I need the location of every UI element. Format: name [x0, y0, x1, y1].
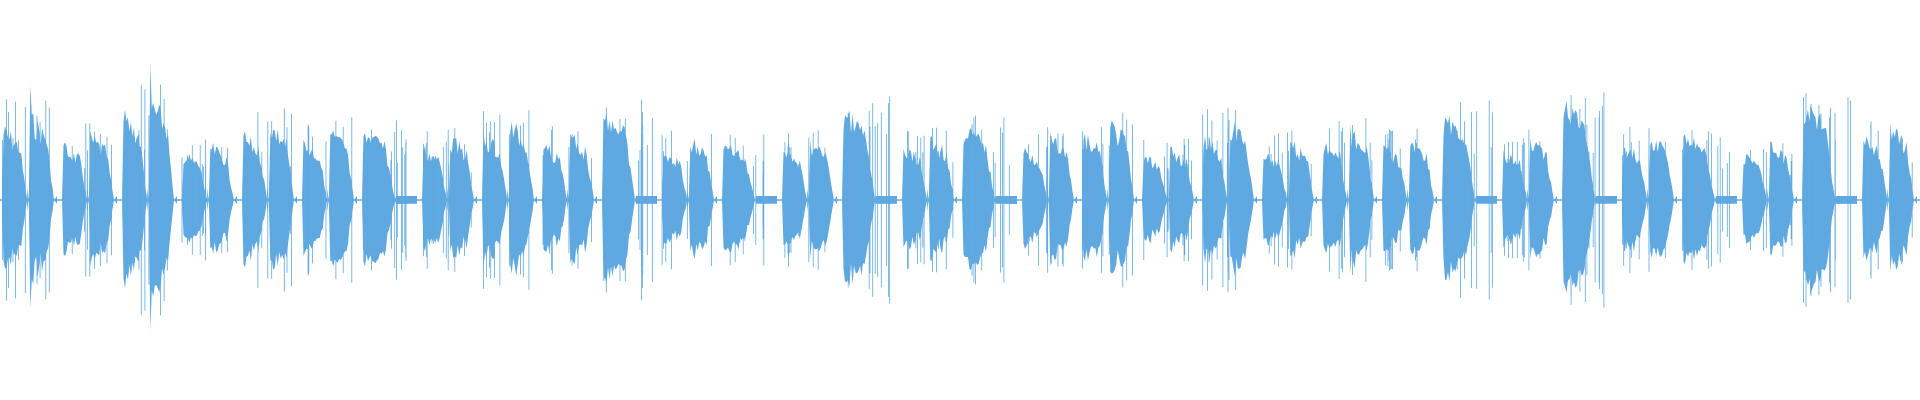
waveform-envelope [2, 85, 57, 308]
waveform-clip [1442, 100, 1497, 300]
waveform-clip [722, 134, 777, 266]
waveform-envelope [1622, 140, 1677, 258]
waveform-clip [1622, 127, 1677, 273]
waveform-envelope [1022, 133, 1077, 267]
waveform-clip [602, 99, 657, 301]
waveform-clip [782, 130, 837, 270]
waveform-clip [181, 139, 237, 261]
waveform-envelope [722, 145, 777, 253]
waveform-envelope [302, 130, 357, 267]
waveform-envelope [1442, 115, 1497, 282]
waveform-clip [542, 126, 597, 274]
waveform-envelope [1262, 141, 1317, 259]
waveform-envelope [902, 136, 957, 261]
waveform-clip [842, 96, 897, 304]
waveform-envelope [1382, 142, 1437, 255]
waveform-envelope [1862, 123, 1917, 272]
waveform-envelope [1502, 138, 1557, 259]
waveform-envelope [542, 133, 597, 265]
waveform-envelope [242, 128, 297, 270]
waveform-clip [962, 115, 1017, 285]
waveform-clip [1022, 127, 1077, 273]
waveform-clip [1682, 130, 1737, 270]
waveform-envelope [182, 142, 237, 254]
waveform-clip [1502, 129, 1557, 271]
waveform-clip [661, 130, 717, 270]
waveform-clip [422, 128, 477, 272]
waveform-clip [1382, 128, 1437, 272]
waveform-clip [302, 117, 357, 283]
waveform-envelope [422, 138, 477, 258]
waveform-clip [1082, 112, 1137, 288]
waveform-envelope [1202, 121, 1257, 277]
waveform-clip [482, 110, 537, 290]
waveform-clip [362, 120, 417, 280]
waveform-envelope [602, 112, 657, 285]
waveform-clip [1742, 141, 1797, 257]
waveform-clip [242, 108, 297, 292]
waveform-clip [1142, 138, 1197, 262]
waveform-envelope [122, 62, 177, 331]
waveform-clip [1802, 93, 1857, 307]
waveform-clip [1262, 130, 1317, 270]
waveform-clip [122, 62, 177, 331]
waveform-clip [1202, 107, 1257, 293]
waveform-clip [62, 123, 117, 277]
waveform-clip [1862, 121, 1917, 279]
waveform-clip [902, 127, 957, 273]
waveform-clip [1322, 118, 1377, 282]
waveform-envelope [1322, 124, 1377, 274]
waveform-envelope [1562, 100, 1617, 293]
waveform-clip [2, 85, 57, 308]
waveform-envelope [1682, 134, 1737, 265]
waveform-clip [1562, 92, 1617, 308]
waveform-envelope [362, 133, 417, 267]
